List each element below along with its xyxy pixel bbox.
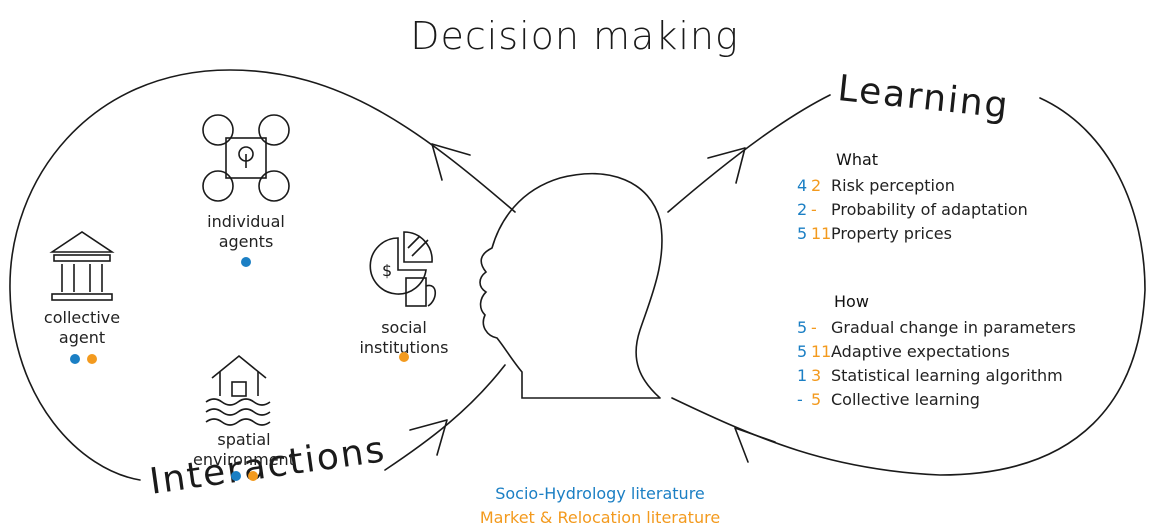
finance-hand-icon	[369, 231, 437, 307]
agents-network-icon	[202, 114, 290, 202]
collective-agent-label: collective agent	[43, 308, 121, 347]
what-item: 2-Probability of adaptation	[797, 200, 1028, 219]
flooded-house-icon	[205, 354, 271, 426]
how-item: 5-Gradual change in parameters	[797, 318, 1076, 337]
arrowhead-left-bottom	[409, 419, 448, 456]
head-profile-icon	[479, 172, 663, 399]
socio-hydrology-dot	[231, 471, 241, 481]
market-relocation-dot	[87, 354, 97, 364]
arrowhead-left-top	[431, 143, 471, 181]
arrowhead-right-top	[707, 147, 746, 184]
right-loop-curve	[667, 94, 831, 213]
institution-building-icon	[49, 231, 115, 301]
social-institutions-label: social institutions	[359, 318, 449, 357]
socio-hydrology-dot	[241, 257, 251, 267]
market-relocation-dot	[399, 352, 409, 362]
legend-socio-hydrology: Socio-Hydrology literature	[495, 484, 705, 503]
individual-agents-label: individual agents	[207, 212, 285, 251]
market-relocation-dot	[248, 471, 258, 481]
socio-hydrology-dot	[70, 354, 80, 364]
how-heading: How	[834, 292, 869, 311]
left-loop-lower-curve	[384, 364, 506, 471]
left-loop-curve	[9, 69, 516, 481]
what-heading: What	[836, 150, 879, 169]
legend-market-relocation: Market & Relocation literature	[479, 508, 721, 527]
dollar-sign-icon: $	[382, 261, 392, 280]
arrowhead-right-bottom	[734, 427, 776, 463]
spatial-environment-label: spatial environment	[193, 430, 295, 469]
diagram-title: Decision making	[410, 14, 739, 58]
right-loop-outer-curve	[671, 97, 1146, 476]
